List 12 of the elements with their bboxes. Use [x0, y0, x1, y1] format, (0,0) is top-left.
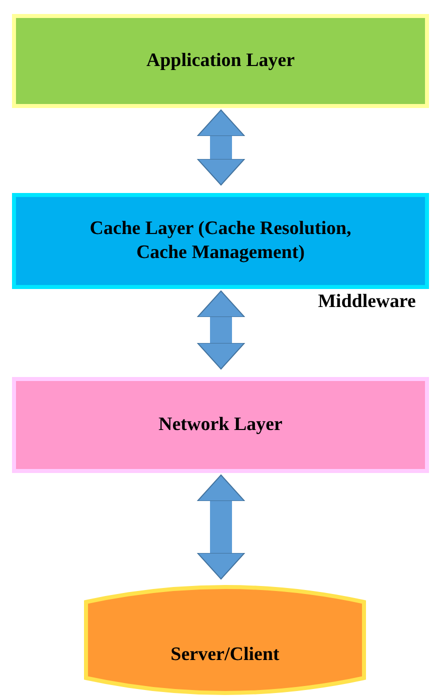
layer-box — [12, 193, 429, 289]
layer-label: Cache Layer (Cache Resolution, Cache Management) — [88, 217, 352, 265]
server-cylinder — [83, 582, 367, 698]
double-arrow — [197, 290, 245, 370]
double-arrow — [197, 110, 245, 186]
layer-label: Network Layer — [158, 413, 282, 437]
double-arrow — [197, 474, 245, 580]
layer-box — [12, 14, 429, 108]
layer-label: Application Layer — [146, 49, 295, 73]
group-label: Middleware — [318, 291, 416, 313]
layer-box — [12, 377, 429, 473]
layer-label: Server/Client — [170, 643, 280, 667]
